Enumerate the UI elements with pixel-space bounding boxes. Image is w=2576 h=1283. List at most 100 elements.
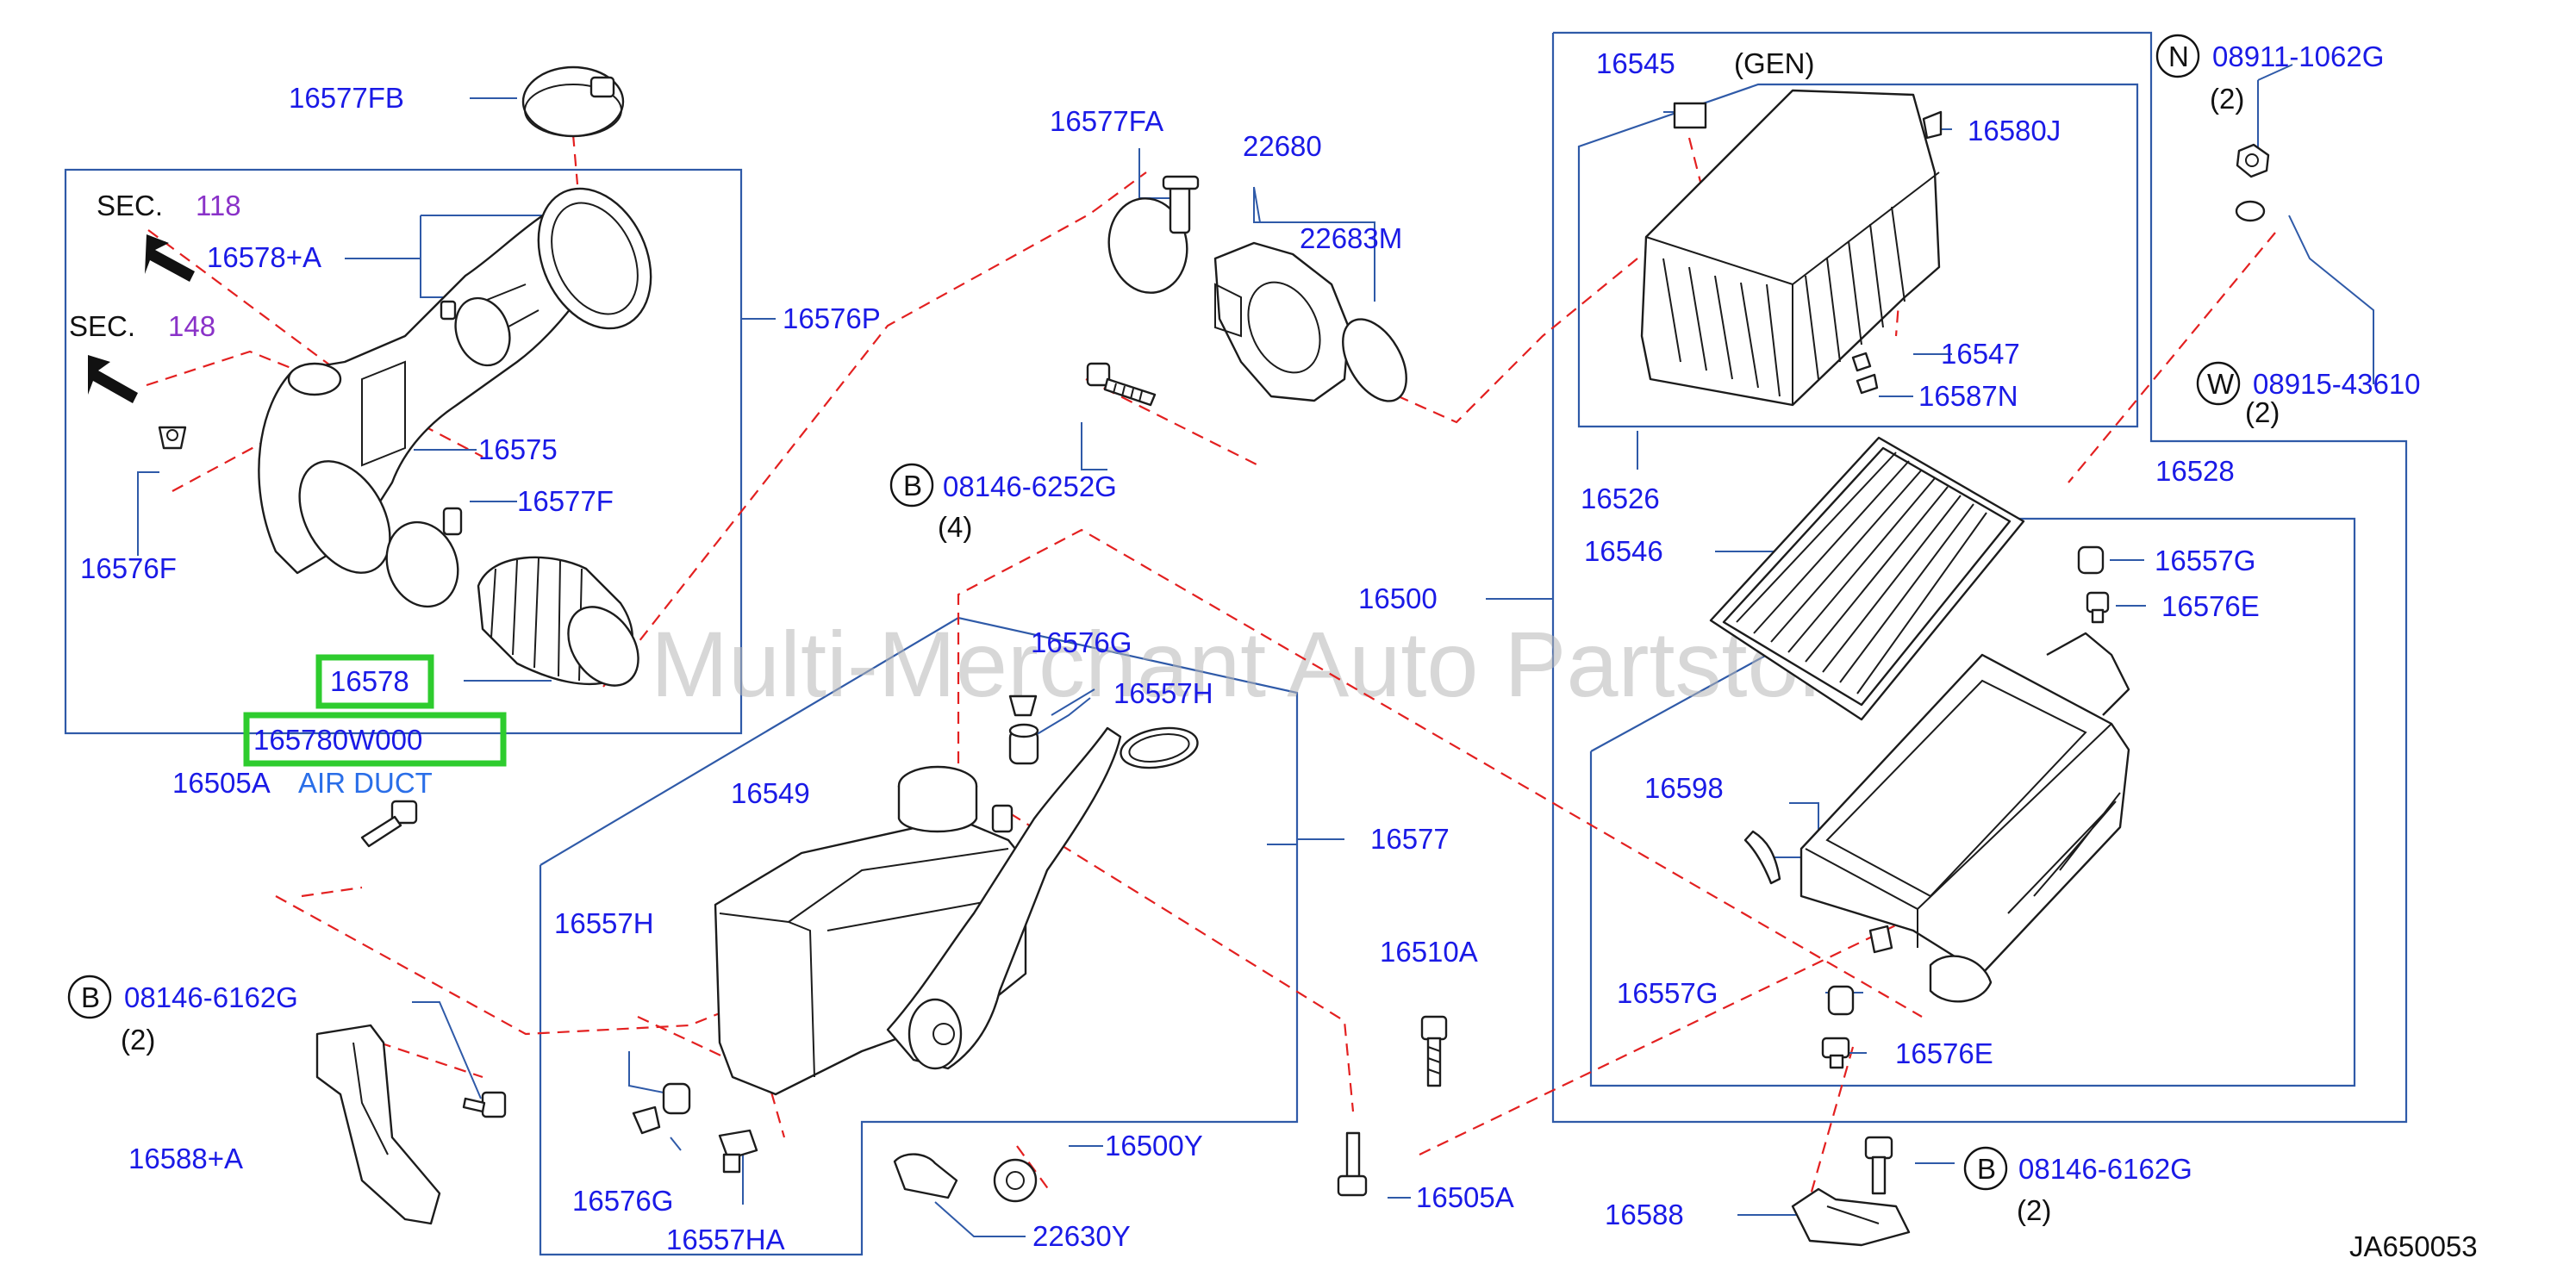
highlight-box-165780W000 bbox=[243, 712, 507, 767]
label-16557H[interactable]: 16557H bbox=[1113, 677, 1213, 709]
label-165780W000[interactable]: 165780W000 bbox=[253, 724, 422, 756]
label-16577F[interactable]: 16577F bbox=[517, 485, 614, 517]
label-16575[interactable]: 16575 bbox=[478, 433, 558, 465]
label-16549[interactable]: 16549 bbox=[731, 777, 810, 809]
label-08146-6162G[interactable]: 08146-6162G bbox=[2018, 1153, 2192, 1185]
label-16576G[interactable]: 16576G bbox=[1031, 626, 1132, 658]
label-16576P[interactable]: 16576P bbox=[783, 302, 881, 334]
label-16510A[interactable]: 16510A bbox=[1380, 936, 1478, 968]
air-cleaner-group-box bbox=[1551, 31, 2408, 1124]
bolt-icon bbox=[462, 1091, 507, 1118]
label-16500[interactable]: 16500 bbox=[1358, 582, 1438, 614]
air-cleaner-cover-icon bbox=[1640, 89, 1943, 407]
upper-case-group-box bbox=[1577, 83, 2139, 428]
label-16505A[interactable]: 16505A bbox=[1416, 1181, 1514, 1213]
label-16528[interactable]: 16528 bbox=[2155, 455, 2235, 487]
label-08146-6252G[interactable]: 08146-6252G bbox=[943, 470, 1117, 502]
label-08146-6162G[interactable]: 08146-6162G bbox=[124, 981, 298, 1013]
clamp-icon bbox=[385, 507, 463, 608]
label-gen: (GEN) bbox=[1734, 47, 1815, 79]
label-sec-118[interactable]: 118 bbox=[196, 190, 241, 221]
air-flow-meter-icon bbox=[1213, 241, 1350, 402]
label-sec: SEC. bbox=[69, 310, 135, 342]
label-16576E[interactable]: 16576E bbox=[2161, 590, 2260, 622]
air-duct-icon bbox=[886, 726, 1199, 1070]
label-16547[interactable]: 16547 bbox=[1941, 338, 2020, 370]
label-16577FA[interactable]: 16577FA bbox=[1050, 105, 1163, 137]
bellows-hose-icon bbox=[477, 556, 639, 687]
grommet-icon bbox=[1821, 985, 1855, 1069]
bolt-icon bbox=[1086, 362, 1157, 407]
label-icon bbox=[1673, 102, 1707, 129]
label-08911-1062G[interactable]: 08911-1062G bbox=[2212, 40, 2384, 72]
sensor-icon bbox=[893, 1153, 1038, 1203]
grommet-icon bbox=[662, 1082, 691, 1115]
label-16557HA[interactable]: 16557HA bbox=[666, 1224, 785, 1255]
label-16526[interactable]: 16526 bbox=[1581, 483, 1660, 514]
label-16500Y[interactable]: 16500Y bbox=[1105, 1130, 1203, 1162]
leader-lines bbox=[137, 64, 2374, 1237]
b-badge-letter: B bbox=[81, 981, 100, 1013]
bracket-icon bbox=[1791, 1187, 1911, 1247]
label-sec-148[interactable]: 148 bbox=[168, 310, 215, 342]
clamp-icon bbox=[440, 296, 511, 367]
label-16577FB[interactable]: 16577FB bbox=[289, 82, 404, 114]
diagram-id: JA650053 bbox=[2349, 1230, 2478, 1262]
air-cleaner-body-icon bbox=[1799, 632, 2130, 1003]
label-quantity: (2) bbox=[2245, 396, 2280, 428]
nut-icon bbox=[2236, 143, 2270, 178]
label-16577[interactable]: 16577 bbox=[1370, 823, 1450, 855]
watermark: Multi-Merchant Auto Partstore bbox=[651, 612, 1882, 716]
label-quantity: (2) bbox=[2210, 83, 2244, 115]
label-quantity: (4) bbox=[938, 511, 972, 543]
label-16557G[interactable]: 16557G bbox=[1617, 977, 1718, 1009]
bolt-icon bbox=[360, 800, 418, 848]
label-air-duct: AIR DUCT bbox=[298, 767, 433, 799]
bracket-icon bbox=[315, 1024, 441, 1225]
bolt-icon bbox=[1864, 1136, 1893, 1195]
grommet-icon bbox=[718, 1129, 758, 1174]
w-badge-letter: W bbox=[2207, 368, 2235, 400]
label-16588[interactable]: 16588 bbox=[1605, 1199, 1684, 1230]
b-badge bbox=[67, 975, 112, 1019]
grommet-icon bbox=[1008, 723, 1039, 765]
label-quantity: (2) bbox=[2017, 1194, 2051, 1226]
resonator-icon bbox=[714, 765, 1027, 1096]
label-22630Y[interactable]: 22630Y bbox=[1032, 1220, 1131, 1252]
label-16557H[interactable]: 16557H bbox=[554, 907, 654, 939]
label-16576F[interactable]: 16576F bbox=[80, 552, 177, 584]
air-duct-icon bbox=[258, 187, 652, 575]
label-22683M[interactable]: 22683M bbox=[1300, 222, 1402, 254]
label-16557G[interactable]: 16557G bbox=[2155, 545, 2255, 576]
gasket-icon bbox=[1342, 318, 1407, 402]
label-16587N[interactable]: 16587N bbox=[1918, 380, 2018, 412]
label-16578[interactable]: 16578 bbox=[330, 665, 409, 697]
b-badge bbox=[1963, 1146, 2008, 1191]
label-16505A[interactable]: 16505A bbox=[172, 767, 271, 799]
label-16546[interactable]: 16546 bbox=[1584, 535, 1663, 567]
grommet-icon bbox=[632, 1105, 661, 1135]
b-badge bbox=[889, 463, 934, 508]
label-quantity: (2) bbox=[121, 1024, 155, 1056]
label-16576E[interactable]: 16576E bbox=[1895, 1037, 1993, 1069]
label-08915-43610[interactable]: 08915-43610 bbox=[2253, 368, 2421, 400]
label-22680[interactable]: 22680 bbox=[1243, 130, 1322, 162]
arrow-icon bbox=[88, 355, 138, 403]
clamp-icon bbox=[521, 65, 625, 138]
n-badge-letter: N bbox=[2168, 40, 2189, 72]
label-16588A[interactable]: 16588+A bbox=[128, 1143, 243, 1174]
resonator-group-box bbox=[539, 616, 1299, 1256]
arrow-icon bbox=[145, 234, 195, 282]
w-badge bbox=[2196, 361, 2241, 406]
b-badge-letter: B bbox=[1977, 1153, 1996, 1185]
label-16578A[interactable]: 16578+A bbox=[207, 241, 321, 273]
grommet-icon bbox=[2077, 545, 2110, 624]
label-16545[interactable]: 16545 bbox=[1596, 47, 1675, 79]
label-16580J[interactable]: 16580J bbox=[1968, 115, 2061, 146]
label-16598[interactable]: 16598 bbox=[1644, 772, 1724, 804]
highlight-box-16578 bbox=[315, 654, 434, 709]
label-16576G[interactable]: 16576G bbox=[572, 1185, 673, 1217]
grommet-icon bbox=[158, 426, 187, 450]
bolt-icon bbox=[1337, 1131, 1368, 1197]
